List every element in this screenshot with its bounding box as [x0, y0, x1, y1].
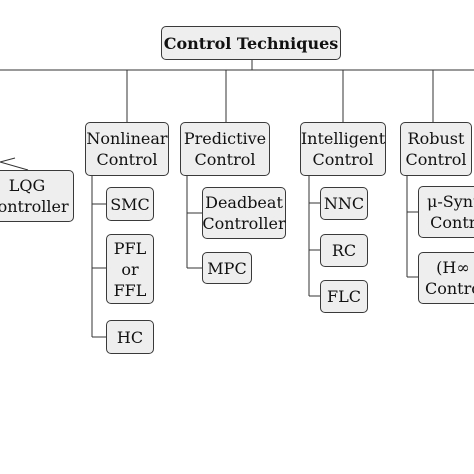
nonlinear-label: Nonlinear Control — [86, 129, 168, 169]
hc-node: HC — [106, 320, 154, 354]
hc-label: HC — [116, 327, 144, 347]
intelligent-children-wire — [308, 176, 320, 297]
nonlinear-children-wire — [91, 176, 106, 338]
nnc-node: NNC — [320, 187, 368, 220]
predictive-node: Predictive Control — [180, 122, 270, 176]
smc-node: SMC — [106, 187, 154, 221]
nonlinear-node: Nonlinear Control — [85, 122, 169, 176]
mu-synthesis-node: μ-Synt Contr — [418, 186, 474, 238]
deadbeat-node: Deadbeat Controller — [202, 187, 286, 239]
smc-label: SMC — [110, 194, 150, 214]
robust-children-wire — [406, 176, 418, 278]
intelligent-label: Intelligent Control — [300, 129, 386, 169]
predictive-label: Predictive Control — [183, 129, 267, 169]
nnc-label: NNC — [323, 194, 365, 213]
lqg-node: LQG Controller — [0, 170, 74, 222]
flc-label: FLC — [327, 287, 361, 306]
robust-label: Robust Control — [405, 129, 467, 169]
mpc-node: MPC — [202, 252, 252, 284]
lqg-connector — [0, 161, 29, 171]
lqg-connector-stub — [0, 157, 16, 163]
flc-node: FLC — [320, 280, 368, 313]
root-label: Control Techniques — [163, 33, 339, 53]
lqg-label: LQG Controller — [0, 176, 69, 216]
intelligent-node: Intelligent Control — [300, 122, 386, 176]
robust-node: Robust Control — [400, 122, 472, 176]
h-infinity-node: (H∞ Contro — [418, 252, 474, 304]
deadbeat-label: Deadbeat Controller — [202, 193, 286, 233]
rc-label: RC — [331, 241, 357, 260]
h-infinity-label: (H∞ Contro — [425, 258, 474, 298]
predictive-children-wire — [186, 176, 202, 269]
mu-synthesis-label: μ-Synt Contr — [427, 192, 474, 232]
mpc-label: MPC — [207, 258, 247, 278]
rc-node: RC — [320, 234, 368, 267]
pfl-ffl-node: PFL or FFL — [106, 234, 154, 304]
pfl-ffl-label: PFL or FFL — [113, 238, 147, 300]
root-node: Control Techniques — [161, 26, 341, 60]
